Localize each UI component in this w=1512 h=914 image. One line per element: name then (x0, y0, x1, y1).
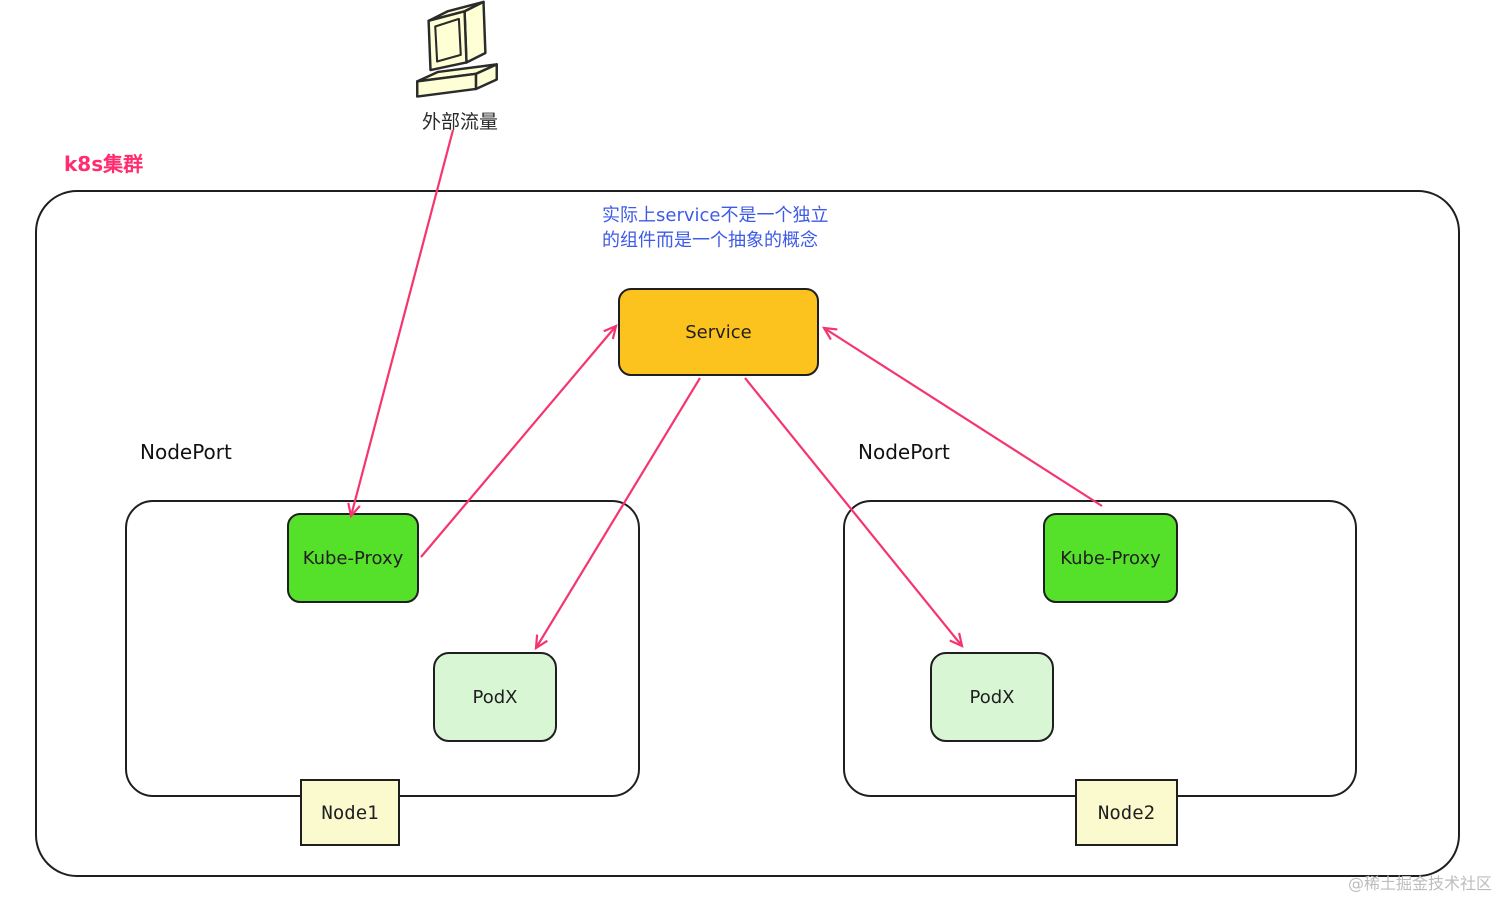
cluster-label: k8s集群 (64, 152, 144, 176)
external-traffic-label: 外部流量 (421, 111, 498, 133)
nodeport-label-left: NodePort (140, 440, 232, 464)
computer-icon (416, 0, 498, 98)
kube-proxy-node-right: Kube-Proxy (1043, 513, 1178, 603)
service-abstract-note: 实际上service不是一个独立 的组件而是一个抽象的概念 (602, 203, 828, 253)
nodeport-label-right: NodePort (858, 440, 950, 464)
pod-node-right: PodX (930, 652, 1054, 742)
note-line-2: 的组件而是一个抽象的概念 (602, 230, 818, 251)
pod-node-left: PodX (433, 652, 557, 742)
kube-proxy-node-left: Kube-Proxy (287, 513, 419, 603)
node2-tag: Node2 (1075, 779, 1178, 846)
note-line-1: 实际上service不是一个独立 (602, 205, 829, 226)
service-node: Service (618, 288, 819, 376)
watermark: @稀土掘金技术社区 (1347, 874, 1492, 893)
node1-tag: Node1 (300, 779, 400, 846)
k8s-cluster-boundary (35, 190, 1460, 877)
